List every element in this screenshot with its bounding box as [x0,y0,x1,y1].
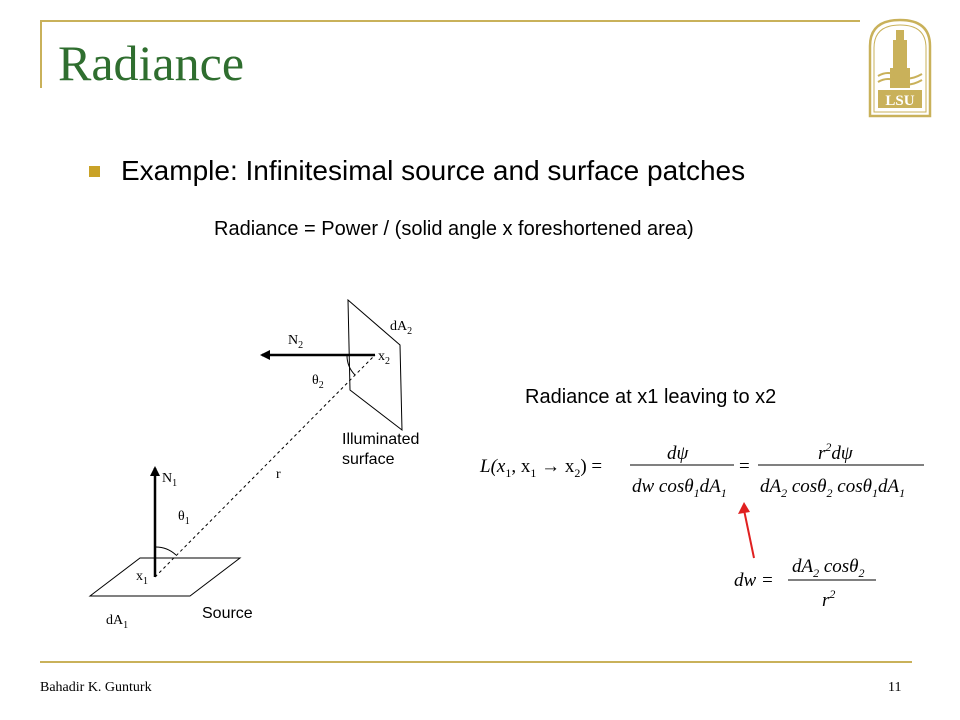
radiance-definition: Radiance = Power / (solid angle x foresh… [214,218,694,240]
diagram-drawing [88,298,403,597]
footer-page-number: 11 [888,680,902,695]
source-patch [88,557,242,597]
bullet-text: Example: Infinitesimal source and surfac… [121,155,746,186]
frame-top-line [40,20,860,22]
subeq-denominator: r2 [822,587,835,611]
label-x2: x2 [378,349,390,367]
bullet-marker [89,166,100,177]
subeq-numerator: dA2 cosθ2 [792,556,865,580]
angle-theta1 [154,546,177,556]
solid-angle-equation: dw = dA2 cosθ2 r2 [734,556,876,611]
angle-theta2 [346,354,356,376]
surface-patch [347,298,403,432]
radiance-equation: L(x1, x1 → x2) = dψ dw cosθ1dA1 = r2dψ d… [479,440,924,500]
label-da2: dA2 [390,319,413,337]
ray-r [154,354,376,578]
label-theta2: θ2 [312,373,324,391]
eq-frac1-numerator: dψ [667,443,690,464]
slide-title: Radiance [58,35,245,91]
lsu-logo: LSU [868,18,932,118]
red-pointer-arrow [738,502,755,559]
logo-text: LSU [885,93,914,109]
frame-left-line [40,20,42,88]
eq-equals: = [739,456,750,477]
label-source: Source [202,605,253,622]
label-x1: x1 [136,569,148,587]
eq-frac2-numerator: r2dψ [818,440,854,464]
footer-line [40,661,912,663]
footer-author: Bahadir K. Gunturk [40,680,152,695]
eq-frac1-denominator: dw cosθ1dA1 [632,476,727,500]
radiance-at-label: Radiance at x1 leaving to x2 [525,386,777,408]
label-theta1: θ1 [178,509,190,527]
eq-frac2-denominator: dA2 cosθ2 cosθ1dA1 [760,476,905,500]
label-r: r [276,467,281,482]
eq-lhs: L(x1, x1 → x2) = [479,456,602,480]
label-da1: dA1 [106,613,129,631]
label-n2: N2 [288,333,304,351]
subeq-lhs: dw = [734,570,774,591]
label-n1: N1 [162,471,178,489]
